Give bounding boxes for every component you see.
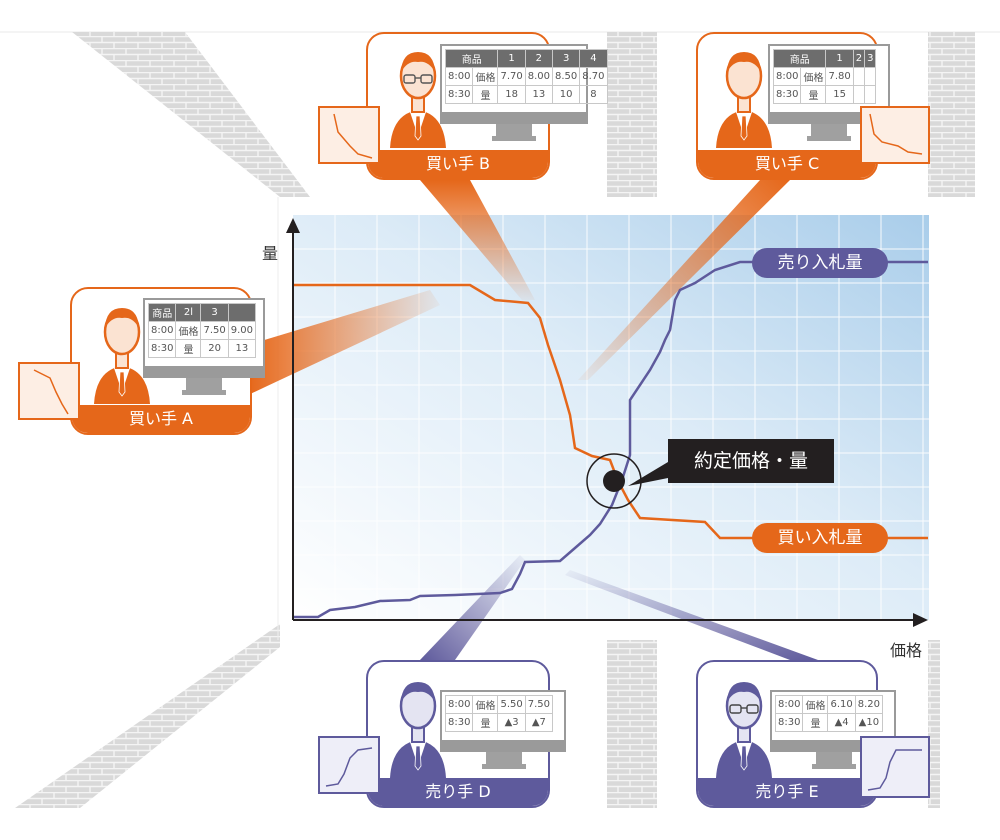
- seller-e-name: 売り手 E: [698, 778, 876, 806]
- y-axis-label: 量: [262, 244, 279, 263]
- buyer-a-mini-chart: [18, 362, 80, 420]
- seller-d-name: 売り手 D: [368, 778, 548, 806]
- beam-seller-d: [420, 555, 525, 660]
- y-axis-arrow: [286, 218, 300, 233]
- wall-bottom-right: [928, 640, 940, 808]
- wall-bottom-center: [607, 640, 657, 808]
- buy-curve-label: 買い入札量: [752, 523, 888, 553]
- sell-bid-curve: [293, 260, 928, 619]
- buyer-b-mini-chart: [318, 106, 380, 164]
- beam-buyer-b: [420, 180, 535, 300]
- buyer-a-name: 買い手 A: [72, 405, 250, 433]
- beam-buyer-c: [578, 180, 790, 380]
- equilibrium-point: [603, 470, 625, 492]
- wall-top-center: [607, 32, 657, 197]
- seller-d-card: 売り手 D: [366, 660, 550, 808]
- sell-curve-label: 売り入札量: [752, 248, 888, 278]
- equilibrium-label: 約定価格・量: [668, 439, 834, 483]
- buyer-b-name: 買い手 B: [368, 150, 548, 178]
- seller-e-mini-chart: [860, 736, 930, 798]
- x-axis-arrow: [913, 613, 928, 627]
- seller-e-person-icon: [716, 682, 772, 778]
- x-axis-label: 価格: [890, 641, 923, 660]
- equilibrium-pointer: [628, 462, 668, 486]
- buy-bid-curve: [293, 283, 928, 540]
- beam-buyer-a: [248, 290, 440, 395]
- buyer-b-person-icon: [390, 52, 446, 148]
- beam-seller-e: [565, 570, 818, 660]
- seller-d-mini-chart: [318, 736, 380, 794]
- seller-d-person-icon: [390, 682, 446, 778]
- wall-bottom-left: [15, 624, 280, 808]
- buyer-c-mini-chart: [860, 106, 930, 164]
- buyer-a-person-icon: [94, 308, 150, 404]
- buyer-c-person-icon: [716, 52, 772, 148]
- wall-top-right: [928, 32, 975, 197]
- wall-top-left: [72, 32, 310, 197]
- buyer-c-name: 買い手 C: [698, 150, 876, 178]
